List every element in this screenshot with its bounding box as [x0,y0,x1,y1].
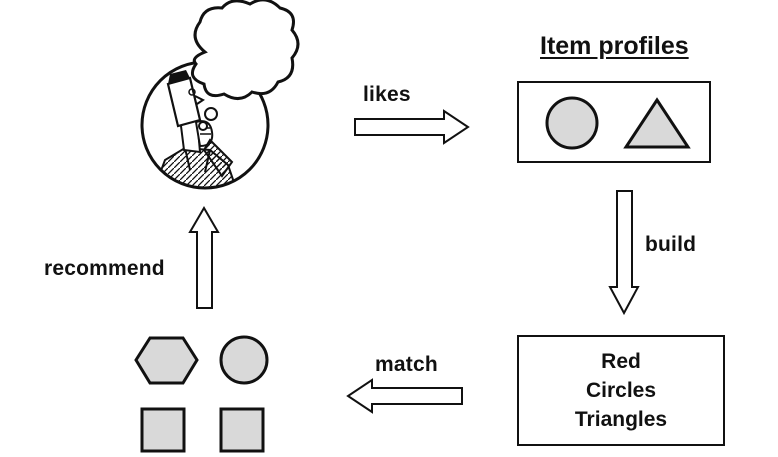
build-arrow [608,190,640,316]
recommend-arrow [188,206,220,309]
match-arrow [346,378,463,414]
profile-line-red: Red [601,350,641,373]
square-icon [219,407,265,453]
triangle-icon [623,97,691,149]
recommend-label: recommend [44,257,165,280]
square-icon [140,407,186,453]
build-label: build [645,233,697,256]
user-profile-box [517,335,725,446]
profile-box-text: Red Circles Triangles [518,347,724,434]
hexagon-icon [134,336,199,385]
diagram-title: Item profiles [540,32,689,60]
circle-icon [219,335,269,385]
profile-line-triangles: Triangles [574,408,668,431]
match-label: match [375,353,438,376]
circle-icon [545,96,599,150]
likes-arrow [354,109,470,145]
profile-line-circles: Circles [585,379,657,402]
likes-label: likes [363,83,411,106]
thought-cloud-icon [190,0,300,131]
